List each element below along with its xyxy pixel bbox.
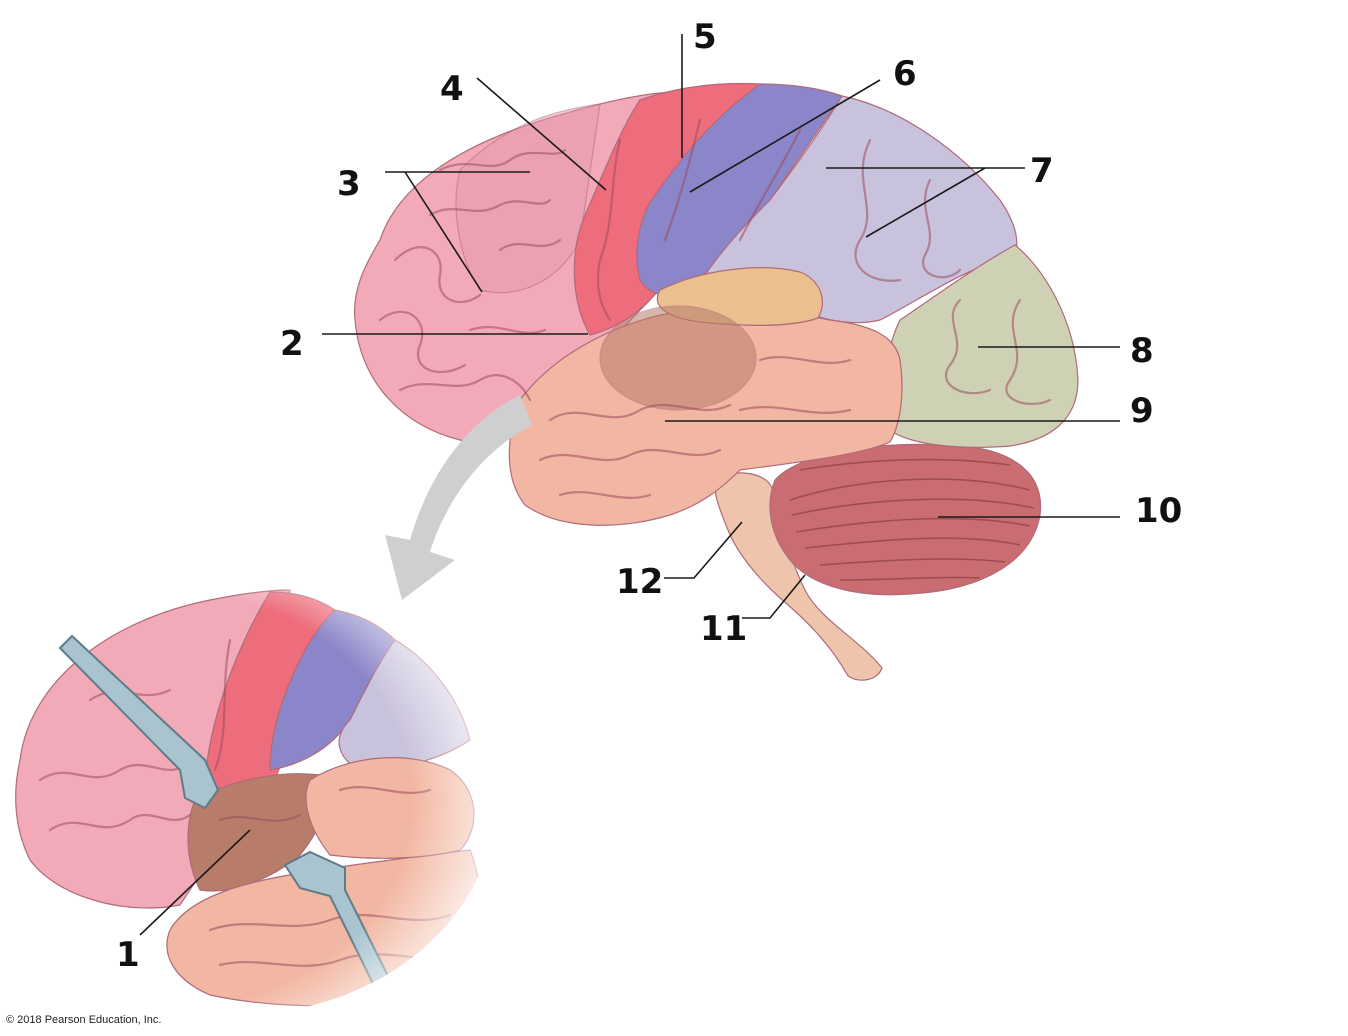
label-5: 5 bbox=[693, 17, 717, 57]
label-1: 1 bbox=[116, 935, 140, 975]
insula-overlay bbox=[599, 305, 757, 411]
leader-3b bbox=[404, 171, 483, 293]
label-8: 8 bbox=[1130, 331, 1154, 371]
leader-4 bbox=[476, 77, 607, 191]
label-9: 9 bbox=[1130, 391, 1154, 431]
copyright-text: © 2018 Pearson Education, Inc. bbox=[6, 1014, 162, 1026]
label-11: 11 bbox=[700, 609, 747, 649]
inset-view bbox=[0, 585, 495, 1015]
label-2: 2 bbox=[280, 324, 304, 364]
label-4: 4 bbox=[440, 69, 464, 109]
cerebellum-folia bbox=[789, 458, 1035, 581]
leader-6 bbox=[689, 79, 881, 193]
leader-7b bbox=[865, 167, 986, 238]
main-brain bbox=[353, 82, 1079, 681]
leader-12 bbox=[664, 521, 743, 579]
label-10: 10 bbox=[1135, 491, 1182, 531]
label-numbers: 1 2 3 4 5 6 7 8 9 10 11 12 bbox=[116, 17, 1182, 975]
leader-lines bbox=[139, 34, 1120, 936]
gyri-lines bbox=[378, 118, 1052, 499]
callout-arrow bbox=[385, 395, 532, 600]
label-6: 6 bbox=[893, 54, 917, 94]
leader-11 bbox=[742, 574, 806, 619]
label-12: 12 bbox=[616, 562, 663, 602]
label-7: 7 bbox=[1030, 151, 1054, 191]
label-3: 3 bbox=[337, 164, 361, 204]
leader-1 bbox=[139, 829, 251, 936]
